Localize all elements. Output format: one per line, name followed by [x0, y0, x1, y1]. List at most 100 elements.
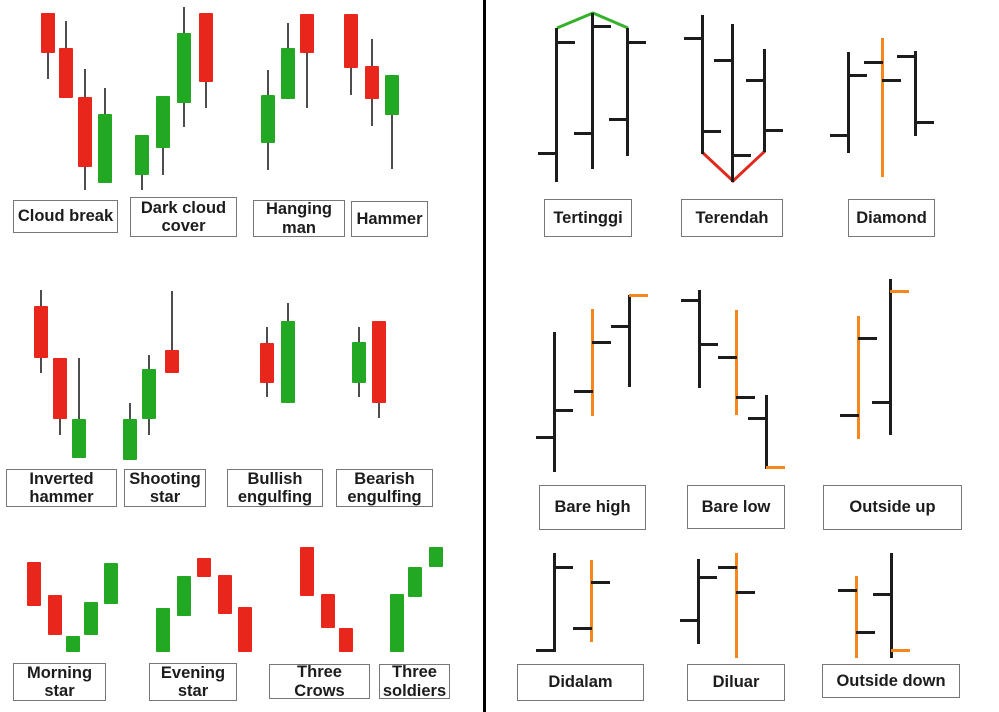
- cloud-break-candle-body: [59, 48, 73, 98]
- bare-high-close-tick: [554, 409, 573, 412]
- bare-high-label: Bare high: [539, 485, 646, 530]
- bare-low-close-tick: [699, 343, 718, 346]
- evening-star-candle-body: [218, 575, 232, 614]
- evening-star-candle-body: [177, 576, 191, 616]
- three-soldiers-candle-body: [429, 547, 443, 567]
- terendah-bar: [731, 24, 734, 182]
- diamond-bar: [847, 52, 850, 153]
- bare-low-bar: [735, 310, 738, 415]
- outside-down-bar: [890, 553, 893, 658]
- bare-high-close-tick: [592, 341, 611, 344]
- diluar-close-tick: [736, 591, 755, 594]
- hammer-candle-wick: [391, 75, 393, 169]
- bare-high-bar: [628, 295, 631, 387]
- terendah-close-tick: [732, 154, 751, 157]
- diamond-label-text: Diamond: [856, 208, 927, 227]
- outside-up-close-tick: [890, 290, 909, 293]
- hanging-man-label-text: Hanging man: [266, 200, 332, 237]
- outside-up-open-tick: [840, 414, 859, 417]
- evening-star-candle-body: [197, 558, 211, 577]
- panel-divider: [483, 0, 486, 712]
- morning-star-label: Morning star: [13, 663, 106, 701]
- bare-high-close-tick: [629, 294, 648, 297]
- didalam-close-tick: [554, 566, 573, 569]
- morning-star-label-text: Morning star: [26, 663, 93, 700]
- bearish-engulfing-candle-body: [372, 321, 386, 403]
- morning-star-candle-body: [104, 563, 118, 604]
- tertinggi-close-tick: [556, 41, 575, 44]
- didalam-bar: [553, 553, 556, 652]
- terendah-open-tick: [746, 79, 765, 82]
- hanging-man-candle-body: [300, 14, 314, 53]
- bearish-engulfing-candle-body: [352, 342, 366, 383]
- inverted-hammer-candle-body: [72, 419, 86, 458]
- bearish-engulfing-label: Bearish engulfing: [336, 469, 433, 507]
- diamond-bar: [881, 38, 884, 177]
- diamond-open-tick: [864, 61, 883, 64]
- three-crows-label: Three Crows: [269, 663, 370, 700]
- tertinggi-bar: [591, 13, 594, 169]
- three-soldiers-candle-body: [390, 594, 404, 652]
- outside-down-close-tick: [891, 649, 910, 652]
- morning-star-candle-body: [27, 562, 41, 606]
- outside-down-open-tick: [838, 589, 857, 592]
- hammer-label-text: Hammer: [356, 209, 423, 228]
- morning-star-candle-body: [48, 595, 62, 635]
- diluar-close-tick: [698, 576, 717, 579]
- bare-low-close-tick: [766, 466, 785, 469]
- bare-high-label-text: Bare high: [554, 498, 631, 517]
- terendah-label-text: Terendah: [695, 208, 769, 227]
- diluar-bar: [735, 553, 738, 658]
- evening-star-candle-body: [156, 608, 170, 652]
- bare-high-bar: [591, 309, 594, 416]
- terendah-close-tick: [764, 129, 783, 132]
- didalam-open-tick: [536, 649, 555, 652]
- didalam-bar: [590, 560, 593, 642]
- evening-star-label-text: Evening star: [160, 663, 226, 700]
- shooting-star-candle-body: [123, 419, 137, 460]
- bare-low-bar: [765, 395, 768, 469]
- diamond-close-tick: [882, 79, 901, 82]
- inverted-hammer-candle-wick: [78, 358, 80, 458]
- hanging-man-candle-body: [261, 95, 275, 143]
- outside-down-close-tick: [856, 631, 875, 634]
- bare-low-close-tick: [736, 396, 755, 399]
- tertinggi-label: Tertinggi: [544, 199, 632, 237]
- bullish-engulfing-label-text: Bullish engulfing: [237, 469, 313, 506]
- hammer-candle-body: [365, 66, 379, 99]
- cloud-break-candle-body: [98, 114, 112, 183]
- inverted-hammer-candle-body: [53, 358, 67, 419]
- diamond-bar: [914, 51, 917, 136]
- dark-cloud-cover-label: Dark cloud cover: [130, 197, 237, 237]
- tertinggi-open-tick: [574, 132, 593, 135]
- tertinggi-label-text: Tertinggi: [553, 208, 623, 227]
- outside-down-bar: [855, 576, 858, 658]
- diamond-close-tick: [915, 121, 934, 124]
- didalam-label: Didalam: [517, 664, 644, 701]
- cloud-break-label-text: Cloud break: [17, 207, 114, 226]
- three-crows-candle-body: [321, 594, 335, 628]
- cloud-break-label: Cloud break: [13, 200, 118, 233]
- bare-low-open-tick: [748, 417, 767, 420]
- morning-star-candle-body: [84, 602, 98, 635]
- didalam-open-tick: [573, 627, 592, 630]
- dark-cloud-cover-candle-body: [177, 33, 191, 103]
- three-crows-label-text: Three Crows: [294, 663, 345, 700]
- outside-down-open-tick: [873, 593, 892, 596]
- evening-star-label: Evening star: [149, 663, 237, 701]
- terendah-open-tick: [684, 37, 703, 40]
- tertinggi-bar: [626, 28, 629, 156]
- terendah-bar: [701, 15, 704, 154]
- shooting-star-candle-body: [142, 369, 156, 419]
- tertinggi-close-tick: [592, 25, 611, 28]
- outside-up-open-tick: [872, 401, 891, 404]
- evening-star-candle-body: [238, 607, 252, 652]
- bare-low-label-text: Bare low: [701, 497, 771, 516]
- terendah-close-tick: [702, 130, 721, 133]
- hammer-candle-body: [344, 14, 358, 68]
- outside-up-label: Outside up: [823, 485, 962, 530]
- cloud-break-candle-body: [78, 97, 92, 167]
- diamond-open-tick: [830, 134, 849, 137]
- bullish-engulfing-label: Bullish engulfing: [227, 469, 323, 507]
- diamond-open-tick: [897, 55, 916, 58]
